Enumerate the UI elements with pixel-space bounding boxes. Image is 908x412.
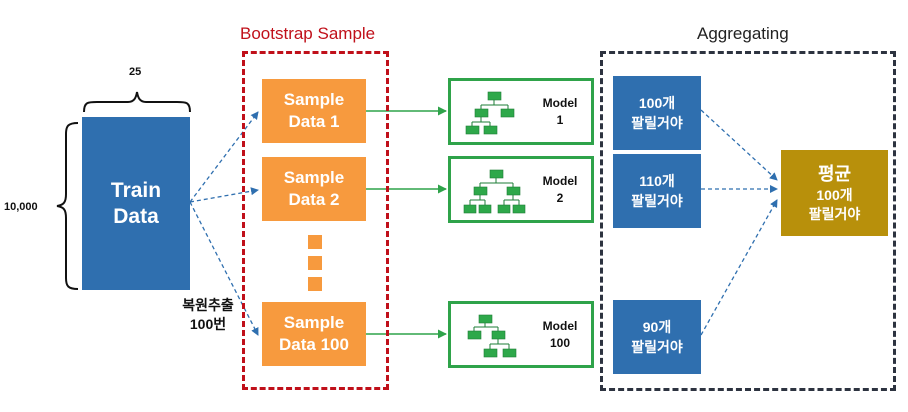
model-100-label-line2: 100 xyxy=(549,336,571,350)
sample-data-1-line2: Data 1 xyxy=(288,112,340,131)
top-brace xyxy=(83,91,191,113)
model-100-label-line1: Model xyxy=(542,319,578,333)
columns-count-label: 25 xyxy=(129,66,142,78)
prediction-100: 90개 팔릴거야 xyxy=(613,300,701,374)
decision-tree-icon xyxy=(467,314,517,358)
final-average-title: 평균 xyxy=(817,164,852,184)
model-1-label-line1: Model xyxy=(542,96,578,110)
sample-data-2: Sample Data 2 xyxy=(262,157,366,221)
sample-data-100: Sample Data 100 xyxy=(262,302,366,366)
bootstrap-sample-group xyxy=(242,51,389,390)
sample-data-100-line2: Data 100 xyxy=(279,335,349,354)
prediction-100-line2: 팔릴거야 xyxy=(631,339,683,355)
prediction-2-line1: 110개 xyxy=(639,173,675,189)
decision-tree-icon xyxy=(465,91,515,135)
model-2-box: Model 2 xyxy=(448,156,594,223)
arrow-train-sample-2 xyxy=(189,187,259,203)
prediction-1-line1: 100개 xyxy=(638,95,676,111)
final-average-value: 100개 xyxy=(816,187,853,203)
arrow-result-100-final xyxy=(700,199,778,336)
train-data-block: Train Data xyxy=(82,117,190,290)
model-2-label-line1: Model xyxy=(542,174,578,188)
left-brace xyxy=(56,122,79,290)
final-average-block: 평균 100개 팔릴거야 xyxy=(781,150,888,236)
arrow-train-sample-100 xyxy=(189,201,259,336)
model-100-label: Model 100 xyxy=(529,318,591,352)
aggregating-title: Aggregating xyxy=(697,24,789,43)
sampling-label: 복원추출 100번 xyxy=(168,296,248,334)
train-data-line2: Data xyxy=(113,204,159,228)
decision-tree-icon xyxy=(463,169,526,214)
prediction-1-line2: 팔릴거야 xyxy=(631,115,683,131)
model-100-box: Model 100 xyxy=(448,301,594,368)
ellipsis-dot-1 xyxy=(308,235,322,249)
final-average-text: 팔릴거야 xyxy=(808,206,861,222)
prediction-100-line1: 90개 xyxy=(642,319,672,335)
model-1-box: Model 1 xyxy=(448,78,594,145)
model-1-label-line2: 1 xyxy=(556,113,564,127)
ellipsis-dot-3 xyxy=(308,277,322,291)
model-2-label: Model 2 xyxy=(529,173,591,207)
sampling-label-line2: 100번 xyxy=(189,316,227,332)
bootstrap-sample-title: Bootstrap Sample xyxy=(240,24,376,43)
ellipsis-dot-2 xyxy=(308,256,322,270)
sample-data-1: Sample Data 1 xyxy=(262,79,366,143)
prediction-2-line2: 팔릴거야 xyxy=(631,193,683,209)
sampling-label-line1: 복원추출 xyxy=(182,297,234,313)
sample-data-1-line1: Sample xyxy=(283,90,345,109)
sample-data-2-line1: Sample xyxy=(283,168,345,187)
model-2-label-line2: 2 xyxy=(556,191,564,205)
sample-data-2-line2: Data 2 xyxy=(288,190,340,209)
prediction-1: 100개 팔릴거야 xyxy=(613,76,701,150)
arrow-train-sample-1 xyxy=(189,111,259,203)
rows-count-label: 10,000 xyxy=(4,201,38,213)
aggregating-group xyxy=(600,51,896,391)
train-data-line1: Train xyxy=(110,178,162,202)
model-1-label: Model 1 xyxy=(529,95,591,129)
prediction-2: 110개 팔릴거야 xyxy=(613,154,701,228)
sample-data-100-line1: Sample xyxy=(283,313,345,332)
arrow-result-1-final xyxy=(700,109,778,181)
